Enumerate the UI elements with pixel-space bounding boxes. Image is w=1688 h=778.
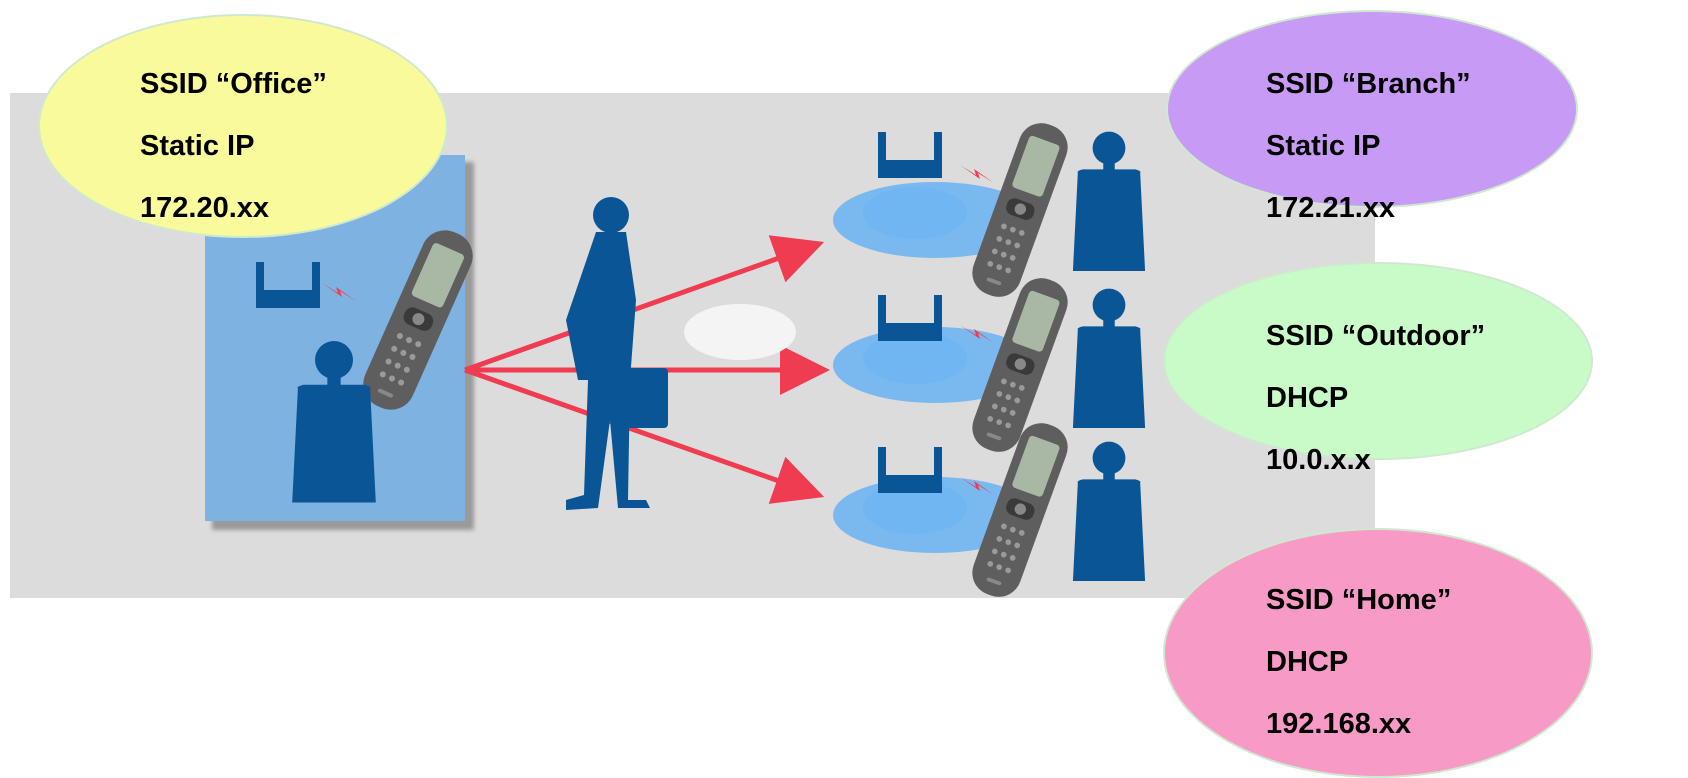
office-ssid: SSID “Office” [140, 68, 327, 100]
arrow-icon [464, 235, 825, 373]
zone-outdoor-inner [863, 332, 967, 384]
outdoor-ssid: SSID “Outdoor” [1266, 320, 1486, 352]
outdoor-profile-bubble: SSID “Outdoor” DHCP 10.0.x.x [1163, 262, 1593, 476]
home-ip: 192.168.xx [1266, 708, 1412, 740]
outdoor-mode: DHCP [1266, 382, 1349, 414]
home-profile-bubble: SSID “Home” DHCP 192.168.xx [1163, 528, 1593, 778]
branch-ip: 172.21.xx [1266, 192, 1396, 224]
home-ssid: SSID “Home” [1266, 584, 1452, 616]
branch-profile-bubble: SSID “Branch” Static IP 172.21.xx [1166, 10, 1578, 224]
office-mode: Static IP [140, 130, 255, 162]
office-ip: 172.20.xx [140, 192, 270, 224]
zone-branch-inner [863, 187, 967, 239]
arrow-icon [464, 367, 825, 504]
branch-mode: Static IP [1266, 130, 1381, 162]
home-mode: DHCP [1266, 646, 1349, 678]
branch-ssid: SSID “Branch” [1266, 68, 1471, 100]
signal-gap [684, 304, 796, 360]
office-profile-bubble: SSID “Office” Static IP 172.20.xx [38, 14, 448, 238]
zone-home-inner [863, 482, 967, 534]
traveler-icon [566, 197, 668, 510]
outdoor-ip: 10.0.x.x [1266, 444, 1371, 476]
